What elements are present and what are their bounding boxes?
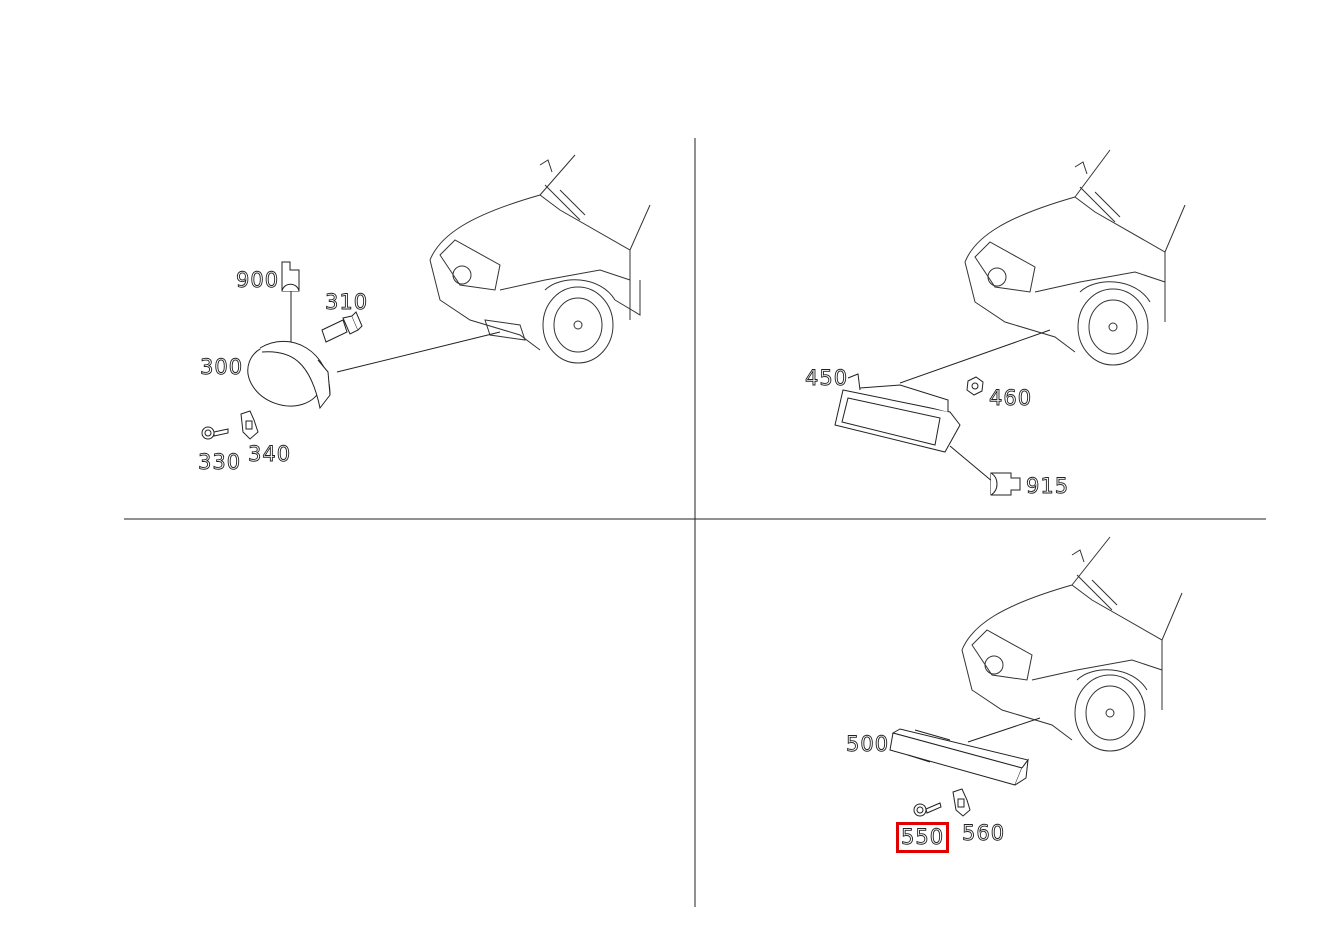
leader-line-500	[967, 717, 1041, 743]
part-label-550-highlighted[interactable]: 550	[895, 822, 950, 853]
light-strip-450-icon	[834, 373, 961, 453]
part-label-310[interactable]: 310	[325, 290, 369, 314]
part-label-460[interactable]: 460	[989, 386, 1033, 410]
bulb-310-icon	[321, 311, 363, 343]
connector-900-icon	[281, 261, 300, 292]
part-label-500[interactable]: 500	[846, 732, 890, 756]
car-illustration-top-left	[429, 154, 651, 364]
part-label-915[interactable]: 915	[1026, 474, 1070, 498]
leader-line-450	[899, 329, 1051, 384]
screw-330-icon	[201, 426, 229, 440]
leader-line-300	[336, 331, 501, 373]
part-label-900[interactable]: 900	[236, 268, 280, 292]
connector-915-icon	[990, 472, 1021, 496]
bar-500-icon	[889, 728, 1029, 786]
leader-line-915	[949, 445, 994, 483]
part-label-560[interactable]: 560	[962, 821, 1006, 845]
nut-460-icon	[966, 376, 984, 396]
clip-340-icon	[240, 410, 259, 440]
screw-550-icon	[913, 802, 942, 817]
fog-lamp-300-icon	[247, 340, 331, 410]
part-label-300[interactable]: 300	[200, 355, 244, 379]
car-illustration-top-right	[964, 149, 1186, 366]
part-label-340[interactable]: 340	[248, 442, 292, 466]
part-label-450[interactable]: 450	[805, 366, 849, 390]
clip-560-icon	[952, 788, 971, 817]
part-label-330[interactable]: 330	[198, 450, 242, 474]
car-illustration-bottom-right	[961, 536, 1183, 752]
